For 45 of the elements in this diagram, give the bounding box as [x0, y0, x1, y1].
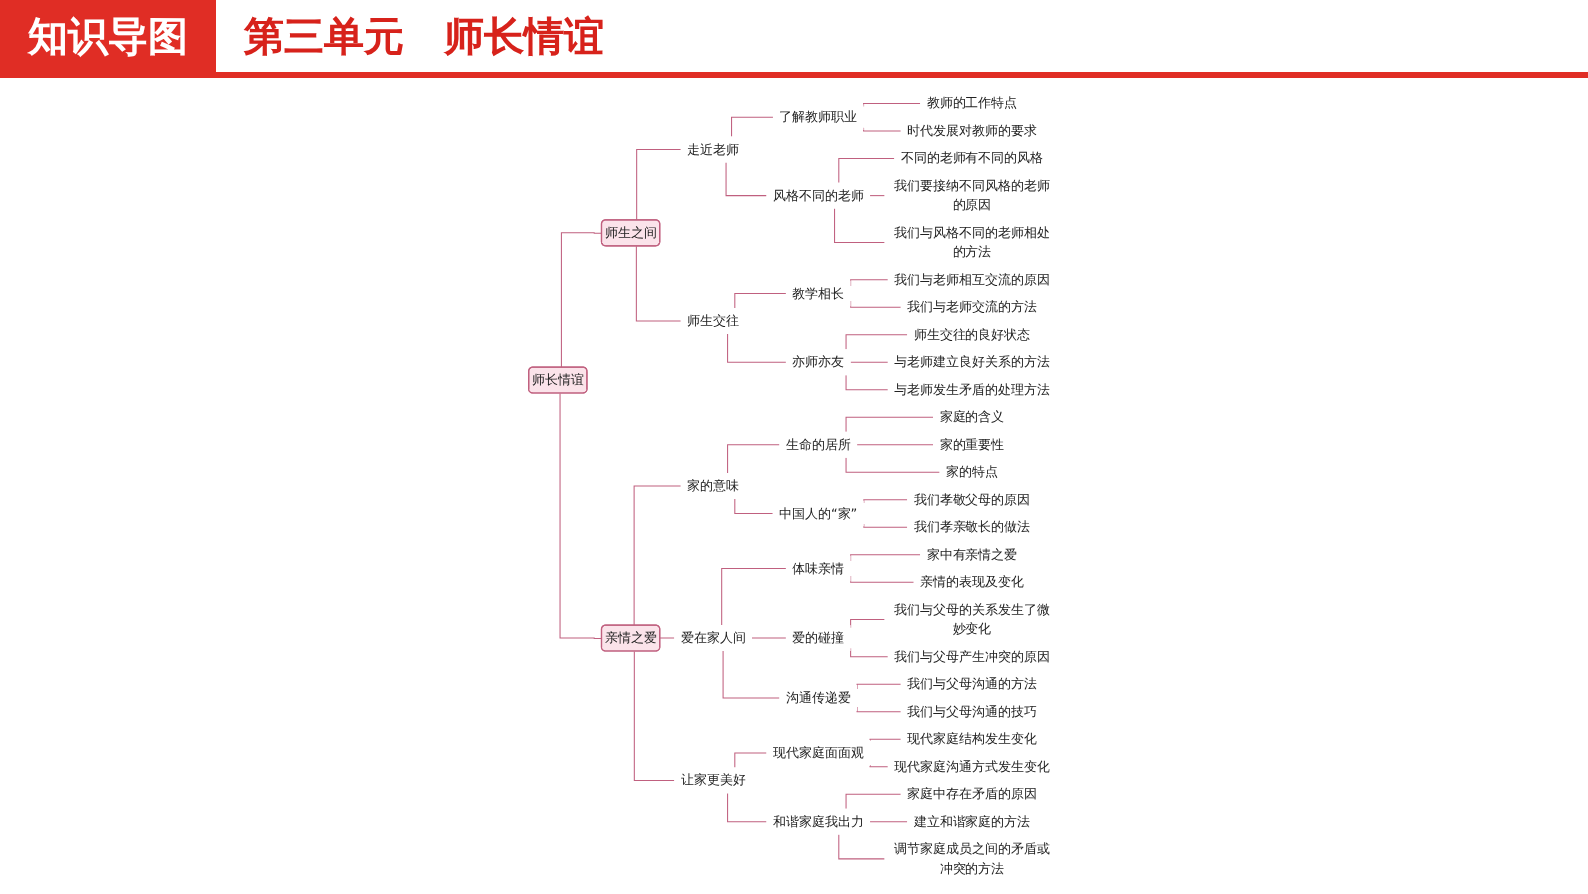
connector — [869, 764, 889, 768]
connector — [850, 575, 915, 583]
connector — [727, 792, 768, 823]
connector — [856, 444, 934, 446]
connector — [863, 523, 908, 528]
connector — [734, 752, 768, 768]
connector — [845, 374, 889, 391]
connector — [869, 195, 886, 197]
connector — [659, 637, 675, 639]
connector — [734, 498, 774, 515]
connector — [838, 834, 886, 860]
connector — [633, 650, 675, 781]
connector — [856, 683, 902, 690]
connector — [850, 618, 886, 629]
connector — [727, 333, 787, 363]
connector — [845, 416, 934, 433]
connector — [560, 232, 603, 369]
connector — [863, 499, 908, 504]
connector — [633, 485, 682, 627]
connector — [856, 706, 902, 713]
connector — [559, 392, 603, 639]
connector — [635, 245, 682, 322]
connector — [838, 157, 895, 184]
connector — [727, 444, 780, 474]
connector — [725, 161, 768, 197]
connector — [850, 554, 921, 562]
connector — [636, 149, 682, 221]
connector — [863, 127, 902, 132]
connector — [734, 292, 787, 309]
connector — [850, 361, 889, 363]
connector — [869, 821, 908, 823]
connector — [869, 738, 902, 742]
connector — [850, 300, 902, 308]
connector — [850, 647, 889, 658]
connector — [845, 457, 941, 473]
connector — [834, 208, 886, 244]
connector — [751, 637, 787, 639]
connector — [845, 334, 908, 350]
connector — [731, 116, 774, 138]
connector — [845, 793, 902, 810]
connector — [722, 650, 780, 699]
section-tab: 知识导图 — [0, 0, 216, 72]
title: 第三单元 师长情谊 — [242, 9, 604, 63]
connector — [721, 567, 787, 626]
connector — [863, 102, 921, 108]
